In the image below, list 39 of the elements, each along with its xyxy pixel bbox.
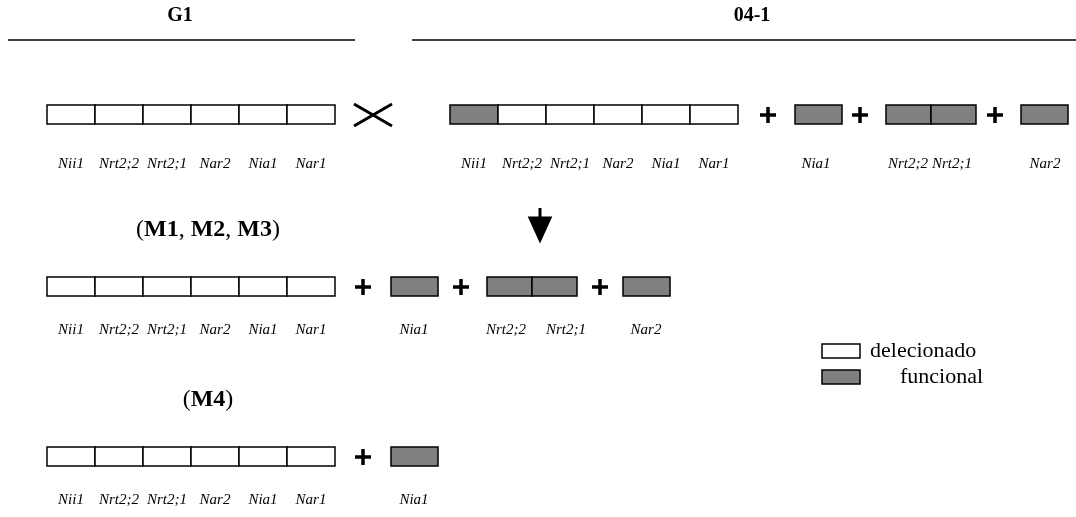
gene-name: Nia1 xyxy=(399,491,429,507)
gene-name: Nrt2;2 xyxy=(888,155,928,171)
legend-label: funcional xyxy=(900,365,984,387)
gene-name: Nia1 xyxy=(248,321,278,337)
gene-name: Nrt2;1 xyxy=(550,155,590,171)
gene-name: Nar2 xyxy=(1029,155,1061,171)
gene-name: Nia1 xyxy=(801,155,831,171)
gene-name: Nrt2;2 xyxy=(99,491,139,507)
mutant-label: (M1, M2, M3) xyxy=(136,216,280,240)
gene-name: Nia1 xyxy=(651,155,681,171)
gene-name: Nrt2;2 xyxy=(486,321,526,337)
gene-name: Nia1 xyxy=(399,321,429,337)
gene-name: Nar2 xyxy=(199,491,231,507)
gene-name: Nii1 xyxy=(58,321,84,337)
gene-name: Nar2 xyxy=(199,321,231,337)
gene-name: Nrt2;1 xyxy=(147,321,187,337)
mutant-label: (M4) xyxy=(182,386,234,410)
gene-name: Nrt2;1 xyxy=(546,321,586,337)
gene-name: Nrt2;1 xyxy=(932,155,972,171)
heading: G1 xyxy=(167,4,193,24)
gene-name: Nar1 xyxy=(698,155,730,171)
gene-name: Nar1 xyxy=(295,321,327,337)
gene-name: Nia1 xyxy=(248,491,278,507)
gene-name: Nrt2;2 xyxy=(502,155,542,171)
gene-name: Nrt2;2 xyxy=(99,155,139,171)
gene-name: Nii1 xyxy=(58,491,84,507)
gene-name: Nrt2;2 xyxy=(99,321,139,337)
legend-label: delecionado xyxy=(870,339,977,361)
gene-name: Nar1 xyxy=(295,491,327,507)
gene-name: Nii1 xyxy=(461,155,487,171)
gene-name: Nrt2;1 xyxy=(147,491,187,507)
gene-name: Nii1 xyxy=(58,155,84,171)
gene-name: Nia1 xyxy=(248,155,278,171)
gene-name: Nrt2;1 xyxy=(147,155,187,171)
gene-name: Nar2 xyxy=(602,155,634,171)
gene-name: Nar2 xyxy=(630,321,662,337)
gene-name: Nar1 xyxy=(295,155,327,171)
gene-name: Nar2 xyxy=(199,155,231,171)
heading: 04-1 xyxy=(733,4,771,24)
